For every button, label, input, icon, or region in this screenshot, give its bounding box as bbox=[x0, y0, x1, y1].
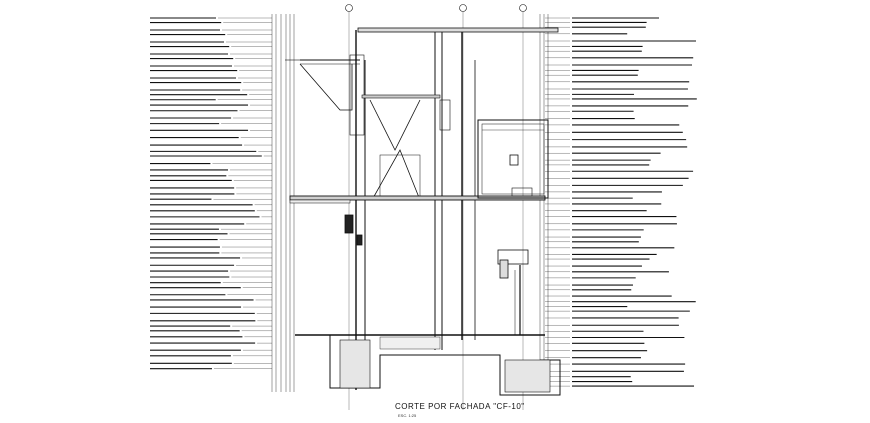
skylight-frame bbox=[361, 94, 441, 99]
column-bracket bbox=[356, 234, 363, 246]
drawing-title: CORTE POR FACHADA "CF-10" bbox=[395, 402, 525, 411]
axis-bubble bbox=[345, 4, 353, 12]
skylight-support bbox=[369, 99, 421, 151]
roof-truss bbox=[299, 63, 353, 111]
footing-left bbox=[339, 339, 371, 389]
drawing-geometry bbox=[150, 4, 697, 410]
structural-truss bbox=[371, 149, 421, 201]
column-bracket bbox=[344, 214, 354, 234]
stair-module bbox=[379, 154, 421, 201]
floor-slab-edge bbox=[289, 199, 351, 204]
wall-bracket bbox=[439, 99, 451, 131]
footing-right bbox=[504, 359, 551, 393]
label-tag bbox=[511, 187, 533, 197]
anchor-plate bbox=[499, 259, 509, 279]
drawing-scale: ESC. 1:25 bbox=[398, 413, 417, 418]
window-box bbox=[477, 119, 549, 199]
roof-slab bbox=[357, 27, 559, 33]
window-glass bbox=[481, 123, 545, 195]
foundation-left bbox=[329, 335, 440, 389]
slab-on-grade bbox=[379, 336, 441, 350]
connection-detail bbox=[497, 249, 529, 265]
foundation-right bbox=[440, 354, 561, 396]
axis-bubble bbox=[459, 4, 467, 12]
window-handle bbox=[509, 154, 519, 166]
axis-bubble bbox=[519, 4, 527, 12]
